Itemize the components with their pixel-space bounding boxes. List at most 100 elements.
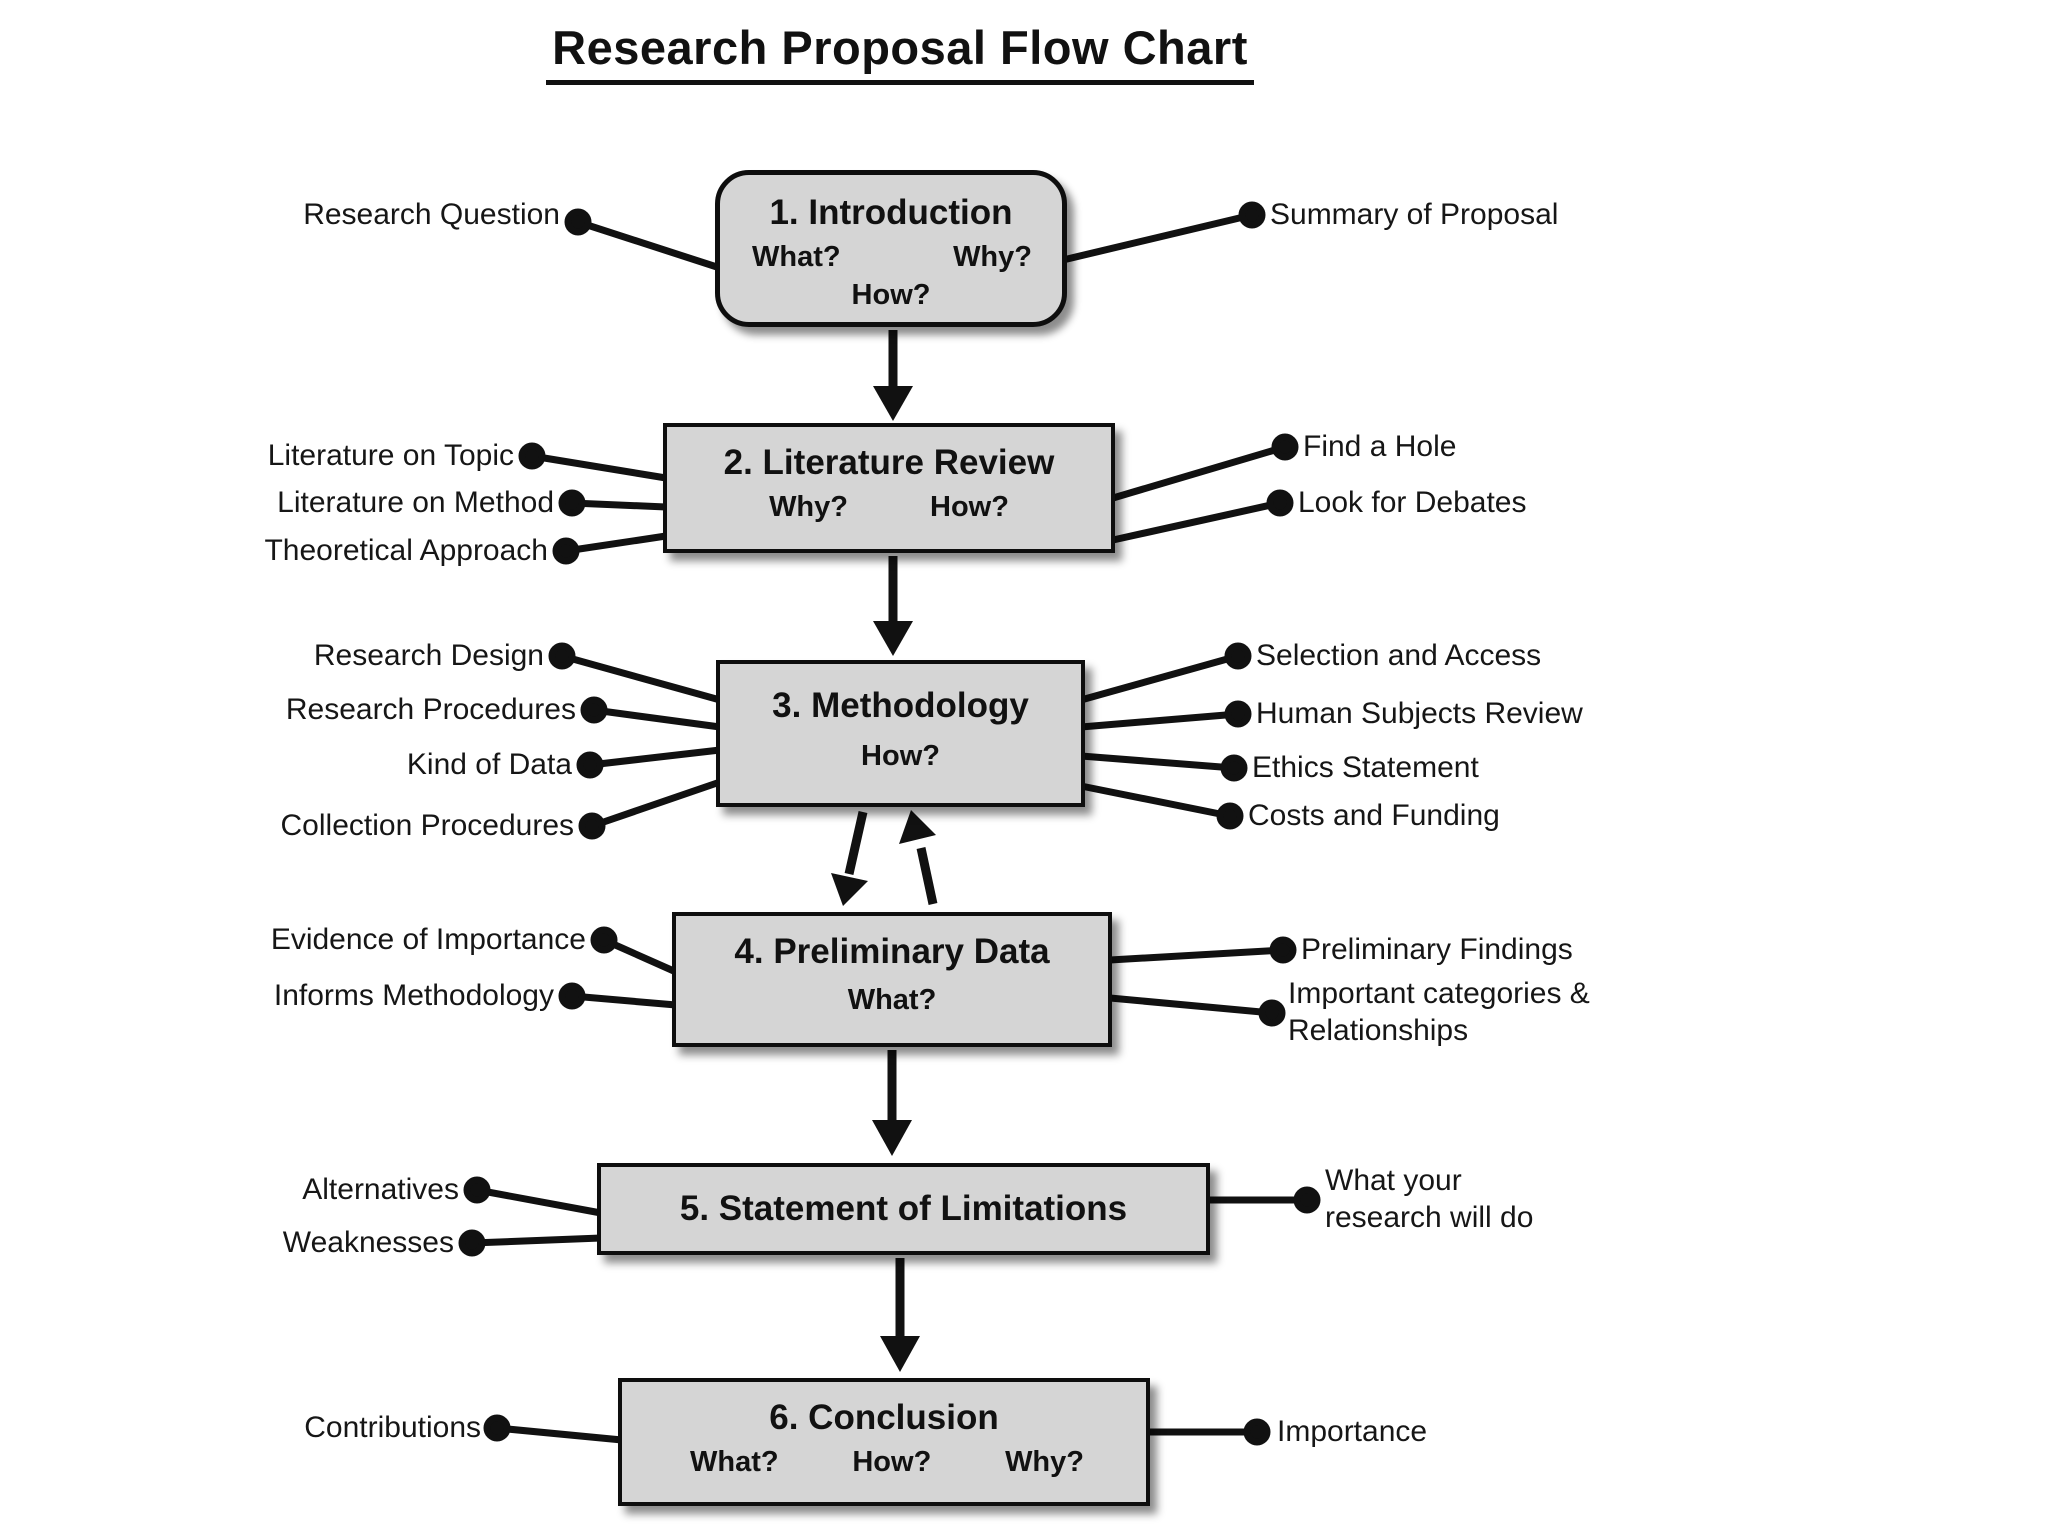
connector-weaknesses xyxy=(458,1229,602,1257)
connector-dot xyxy=(1238,201,1266,229)
label-weaknesses: Weaknesses xyxy=(282,1226,454,1259)
connector-dot xyxy=(1216,802,1244,830)
label-theoretical-approach: Theoretical Approach xyxy=(264,534,548,567)
question-what: What? xyxy=(847,984,937,1016)
connector-summary-of-proposal xyxy=(1062,201,1266,264)
label-preliminary-findings: Preliminary Findings xyxy=(1301,933,1573,966)
connector-find-a-hole xyxy=(1112,433,1299,502)
arrowhead-down-icon xyxy=(872,1120,912,1156)
label-evidence-of-importance: Evidence of Importance xyxy=(270,923,586,956)
connector-alternatives xyxy=(463,1176,602,1217)
connector-dot xyxy=(564,208,592,236)
arrowhead-up-icon xyxy=(899,810,936,844)
connector-dot xyxy=(590,926,618,954)
connector-dot xyxy=(558,489,586,517)
node-title: 3. Methodology xyxy=(772,686,1029,725)
node-introduction: 1. Introduction What? Why? How? xyxy=(715,170,1067,327)
connector-dot xyxy=(1224,700,1252,728)
label-human-subjects-review: Human Subjects Review xyxy=(1256,697,1583,730)
connector-ethics-statement xyxy=(1080,752,1248,782)
connector-dot xyxy=(1271,433,1299,461)
label-ethics-statement: Ethics Statement xyxy=(1252,751,1479,784)
connector-dot xyxy=(558,982,586,1010)
connector-dot xyxy=(458,1229,486,1257)
connector-kind-of-data xyxy=(576,746,721,779)
connector-dot xyxy=(1293,1186,1321,1214)
question-why: Why? xyxy=(1005,1446,1084,1478)
connector-dot xyxy=(1258,999,1286,1027)
connector-costs-and-funding xyxy=(1080,782,1244,830)
connector-selection-and-access xyxy=(1080,642,1252,704)
flow-arrow-preliminary-data-to-limitations xyxy=(872,1050,912,1156)
connector-dot xyxy=(1266,489,1294,517)
node-title: 6. Conclusion xyxy=(769,1398,999,1437)
connector-dot xyxy=(580,696,608,724)
node-conclusion: 6. Conclusion What? How? Why? xyxy=(618,1378,1150,1506)
question-what: What? xyxy=(690,1446,779,1478)
arrowhead-down-icon xyxy=(831,873,868,906)
connector-collection-procedures xyxy=(578,778,722,840)
label-contributions: Contributions xyxy=(304,1411,481,1444)
flow-arrow-preliminary-data-to-methodology xyxy=(899,810,938,905)
connector-preliminary-findings xyxy=(1109,936,1297,964)
label-collection-procedures: Collection Procedures xyxy=(280,809,574,842)
label-selection-and-access: Selection and Access xyxy=(1256,639,1542,672)
connector-dot xyxy=(463,1176,491,1204)
label-summary-of-proposal: Summary of Proposal xyxy=(1270,198,1559,231)
arrowhead-down-icon xyxy=(873,386,913,421)
flow-arrow-methodology-to-preliminary-data xyxy=(831,811,868,906)
label-find-a-hole: Find a Hole xyxy=(1303,430,1457,463)
question-why: Why? xyxy=(953,241,1032,273)
connector-dot xyxy=(1220,754,1248,782)
node-title: 4. Preliminary Data xyxy=(734,932,1050,971)
node-methodology: 3. Methodology How? xyxy=(716,660,1085,807)
flow-arrow-literature-review-to-methodology xyxy=(873,556,913,656)
connector-research-question xyxy=(564,208,722,272)
question-how: How? xyxy=(851,279,931,311)
connector-dot xyxy=(578,812,606,840)
node-title: 2. Literature Review xyxy=(723,443,1055,482)
connector-research-design xyxy=(548,642,721,704)
label-research-design: Research Design xyxy=(313,639,544,672)
connector-dot xyxy=(518,442,546,470)
connector-literature-on-method xyxy=(558,489,667,517)
label-important-categories: Important categories & Relationships xyxy=(1288,977,1590,1047)
node-statement-of-limitations: 5. Statement of Limitations xyxy=(597,1163,1210,1255)
flow-arrow-limitations-to-conclusion xyxy=(880,1258,920,1372)
connector-dot xyxy=(576,751,604,779)
connector-dot xyxy=(1269,936,1297,964)
connector-dot xyxy=(548,642,576,670)
label-kind-of-data: Kind of Data xyxy=(406,748,572,781)
arrowhead-down-icon xyxy=(873,621,913,656)
connector-look-for-debates xyxy=(1112,489,1294,544)
label-costs-and-funding: Costs and Funding xyxy=(1248,799,1500,832)
connector-human-subjects-review xyxy=(1080,700,1252,731)
label-importance: Importance xyxy=(1277,1415,1428,1448)
question-how: How? xyxy=(861,740,940,772)
connector-dot xyxy=(1243,1418,1271,1446)
connector-theoretical-approach xyxy=(552,532,667,565)
connector-dot xyxy=(483,1414,511,1442)
connector-dot xyxy=(552,537,580,565)
flow-arrow-introduction-to-literature-review xyxy=(873,330,913,421)
question-why: Why? xyxy=(769,491,848,523)
label-what-your-research-will-do: What your research will do xyxy=(1325,1164,1534,1234)
connector-literature-on-topic xyxy=(518,442,667,482)
label-alternatives: Alternatives xyxy=(302,1173,459,1206)
label-literature-on-method: Literature on Method xyxy=(277,486,554,519)
question-what: What? xyxy=(752,241,841,273)
label-informs-methodology: Informs Methodology xyxy=(273,979,554,1012)
label-research-question: Research Question xyxy=(303,198,560,231)
page-title: Research Proposal Flow Chart xyxy=(0,20,1800,85)
connector-what-your-research-will-do xyxy=(1208,1186,1321,1214)
question-how: How? xyxy=(852,1446,932,1478)
arrowhead-down-icon xyxy=(880,1336,920,1372)
node-title: 5. Statement of Limitations xyxy=(679,1189,1128,1228)
connector-informs-methodology xyxy=(558,982,677,1010)
connector-research-procedures xyxy=(580,696,721,731)
node-literature-review: 2. Literature Review Why? How? xyxy=(663,423,1115,553)
label-look-for-debates: Look for Debates xyxy=(1298,486,1527,519)
connector-dot xyxy=(1224,642,1252,670)
